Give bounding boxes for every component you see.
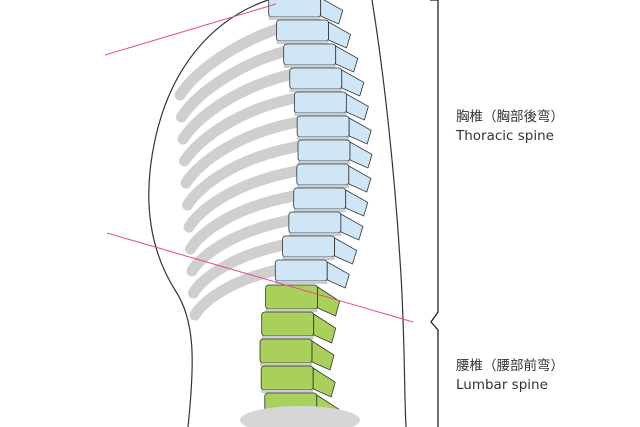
intervertebral-disc [261, 336, 314, 339]
thoracic-vertebra [296, 163, 350, 186]
lumbar-vertebra [261, 311, 315, 337]
lumbar-label-ja: 腰椎（腰部前弯） [456, 358, 564, 374]
thoracic-vertebra-process [341, 69, 365, 97]
lumbar-vertebra-process [312, 367, 336, 398]
intervertebral-disc [265, 309, 318, 312]
intervertebral-disc [293, 209, 346, 212]
intervertebral-disc [296, 185, 349, 188]
rib [177, 67, 304, 145]
thoracic-vertebra-process [335, 45, 359, 73]
thoracic-vertebra [293, 187, 347, 210]
intervertebral-disc [297, 137, 350, 140]
thoracic-vertebra-process [345, 189, 369, 217]
intervertebral-disc [297, 161, 350, 164]
lumbar-vertebra [260, 365, 314, 391]
lumbar-vertebra-process [311, 340, 335, 371]
intervertebral-disc [289, 89, 342, 92]
thoracic-vertebra [297, 139, 351, 162]
intervertebral-disc [268, 17, 321, 20]
thoracic-vertebra-process [334, 237, 358, 265]
intervertebral-disc [260, 363, 313, 366]
rib [176, 43, 301, 123]
thoracic-vertebra-process [326, 261, 350, 289]
thoracic-vertebra [289, 67, 343, 90]
body-outline [148, 0, 269, 427]
pelvis-hint [240, 406, 360, 427]
lumbar-label: 腰椎（腰部前弯） Lumbar spine [456, 357, 564, 395]
rib [179, 91, 307, 167]
intervertebral-disc [288, 233, 341, 236]
rib [185, 187, 319, 255]
thoracic-vertebra [283, 43, 337, 66]
thoracic-label: 胸椎（胸部後弯） Thoracic spine [456, 108, 564, 146]
thoracic-vertebra-process [345, 93, 369, 121]
thoracic-vertebra-process [340, 213, 364, 241]
thoracic-vertebra-process [348, 165, 372, 193]
lumbar-label-en: Lumbar spine [456, 377, 548, 393]
lumbar-vertebra [259, 338, 313, 364]
thoracic-vertebra [293, 91, 347, 114]
intervertebral-disc [261, 390, 314, 393]
thoracic-vertebra [282, 235, 335, 258]
lumbar-vertebra-process [313, 313, 337, 344]
intervertebral-disc [282, 257, 335, 260]
thoracic-vertebra-process [328, 21, 351, 49]
thoracic-vertebra [276, 19, 329, 42]
lower-guide-line [106, 232, 414, 323]
thoracic-vertebra [296, 115, 350, 138]
upper-guide-line [104, 3, 277, 56]
thoracic-vertebra [288, 211, 342, 234]
rib [183, 163, 316, 233]
region-bracket [430, 0, 439, 427]
thoracic-vertebra [274, 259, 328, 282]
intervertebral-disc [275, 281, 328, 284]
rib [186, 211, 316, 277]
thoracic-vertebra-process [348, 117, 372, 145]
intervertebral-disc [294, 113, 347, 116]
back-outline [371, 0, 407, 427]
thoracic-vertebra-process [320, 0, 344, 25]
thoracic-vertebra-process [349, 141, 373, 169]
lumbar-vertebra-process [317, 286, 341, 317]
rib [180, 115, 310, 189]
thoracic-vertebra [268, 0, 322, 18]
thoracic-label-en: Thoracic spine [456, 128, 554, 144]
intervertebral-disc [283, 65, 336, 68]
thoracic-label-ja: 胸椎（胸部後弯） [456, 109, 564, 125]
rib [182, 139, 313, 211]
lumbar-vertebra [265, 284, 319, 310]
vertebral-column [259, 0, 373, 425]
intervertebral-disc [276, 41, 329, 44]
